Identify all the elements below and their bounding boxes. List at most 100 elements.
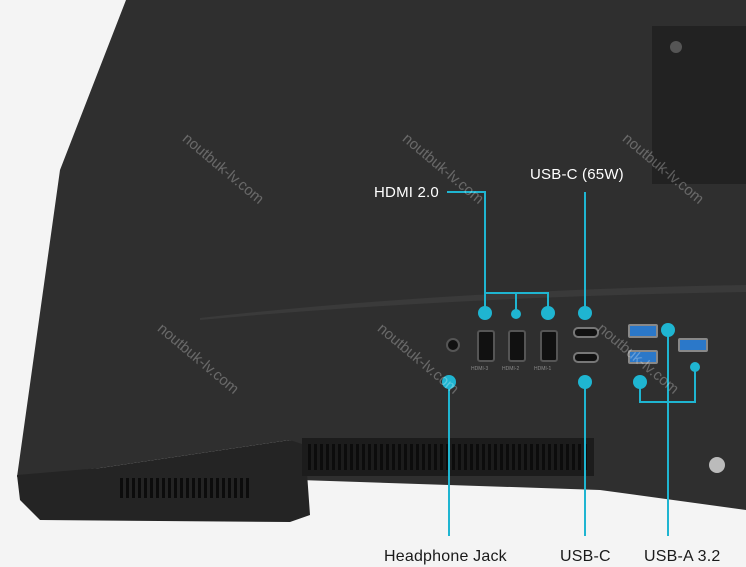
vent-slot [554,444,557,470]
hdmi1-dot [541,306,555,320]
vent-slot [392,444,395,470]
hdmi-2-label: HDMI-2 [502,366,520,372]
usbc-callout-label: USB-C [560,548,611,565]
vent-slots [120,444,587,498]
power-button[interactable] [709,457,725,473]
usbc-65w-dot [578,306,592,320]
hdmi-3-label: HDMI-3 [471,366,489,372]
vent-slot [380,444,383,470]
vent-slot [246,478,249,498]
vent-slot [144,478,147,498]
usbc-port [573,352,599,363]
usba-port-3 [678,338,708,352]
usba-port-2 [628,350,658,364]
vent-slot [464,444,467,470]
vent-slot [536,444,539,470]
vent-slot [506,444,509,470]
vent-slot [344,444,347,470]
vent-slot [314,444,317,470]
usbc-dot [578,375,592,389]
usba-top-dot [661,323,675,337]
vent-slot [240,478,243,498]
vent-slot [470,444,473,470]
vent-slot [572,444,575,470]
vent-slot [524,444,527,470]
vent-slot [428,444,431,470]
usba-callout-line [639,330,696,536]
vent-slot [332,444,335,470]
vent-slot [476,444,479,470]
hdmi2-dot [511,309,521,319]
vent-slot [162,478,165,498]
vent-slot [512,444,515,470]
vent-slot [210,478,213,498]
vent-slot [150,478,153,498]
vesa-mount [652,26,746,184]
headphone-port [446,338,460,352]
vent-slot [494,444,497,470]
vent-slot [338,444,341,470]
vent-slot [168,478,171,498]
vent-slot [386,444,389,470]
vent-slot [410,444,413,470]
vent-slot [204,478,207,498]
monitor-body [17,0,746,510]
hdmi-2-port [508,330,526,362]
vent-slot [356,444,359,470]
vent-slot [216,478,219,498]
vent-slot [326,444,329,470]
vent-slot [440,444,443,470]
vent-slot [174,478,177,498]
vent-slot [404,444,407,470]
vent-slot [542,444,545,470]
vent-slot [458,444,461,470]
usbc-65w-port [573,327,599,338]
headphone-callout-label: Headphone Jack [384,548,507,565]
vent-slot [120,478,123,498]
vent-slot [192,478,195,498]
vent-slot [222,478,225,498]
vent-slot [560,444,563,470]
vent-slot [518,444,521,470]
vent-slot [198,478,201,498]
hdmi-callout-line [447,191,549,314]
hdmi-3-port [477,330,495,362]
vent-slot [548,444,551,470]
vent-slot [422,444,425,470]
vent-slot [374,444,377,470]
vent-slot [362,444,365,470]
screw [670,41,682,53]
vent-slot [488,444,491,470]
hdmi3-dot [478,306,492,320]
vent-slot [578,444,581,470]
vent-slot [482,444,485,470]
vent-slot [368,444,371,470]
vent-slot [156,478,159,498]
usba-port-1 [628,324,658,338]
vent-slot [234,478,237,498]
hdmi-1-label: HDMI-1 [534,366,552,372]
vent-slot [350,444,353,470]
vent-slot [416,444,419,470]
headphone-dot [442,375,456,389]
vent-slot [180,478,183,498]
vent-slot [132,478,135,498]
usba-left-dot [633,375,647,389]
vent-slot [228,478,231,498]
vent-slot [566,444,569,470]
vent-slot [446,444,449,470]
usba-callout-label: USB-A 3.2 [644,548,721,565]
panel-ridge [200,285,746,320]
vent-slot [320,444,323,470]
vent-slot [434,444,437,470]
vent-slot [398,444,401,470]
vent-slot [308,444,311,470]
usbc-65w-callout-label: USB-C (65W) [530,166,624,183]
vent-slot [138,478,141,498]
usba-right-dot [690,362,700,372]
hdmi-callout-label: HDMI 2.0 [374,184,439,201]
hdmi-1-port [540,330,558,362]
vent-slot [452,444,455,470]
vent-slot [530,444,533,470]
